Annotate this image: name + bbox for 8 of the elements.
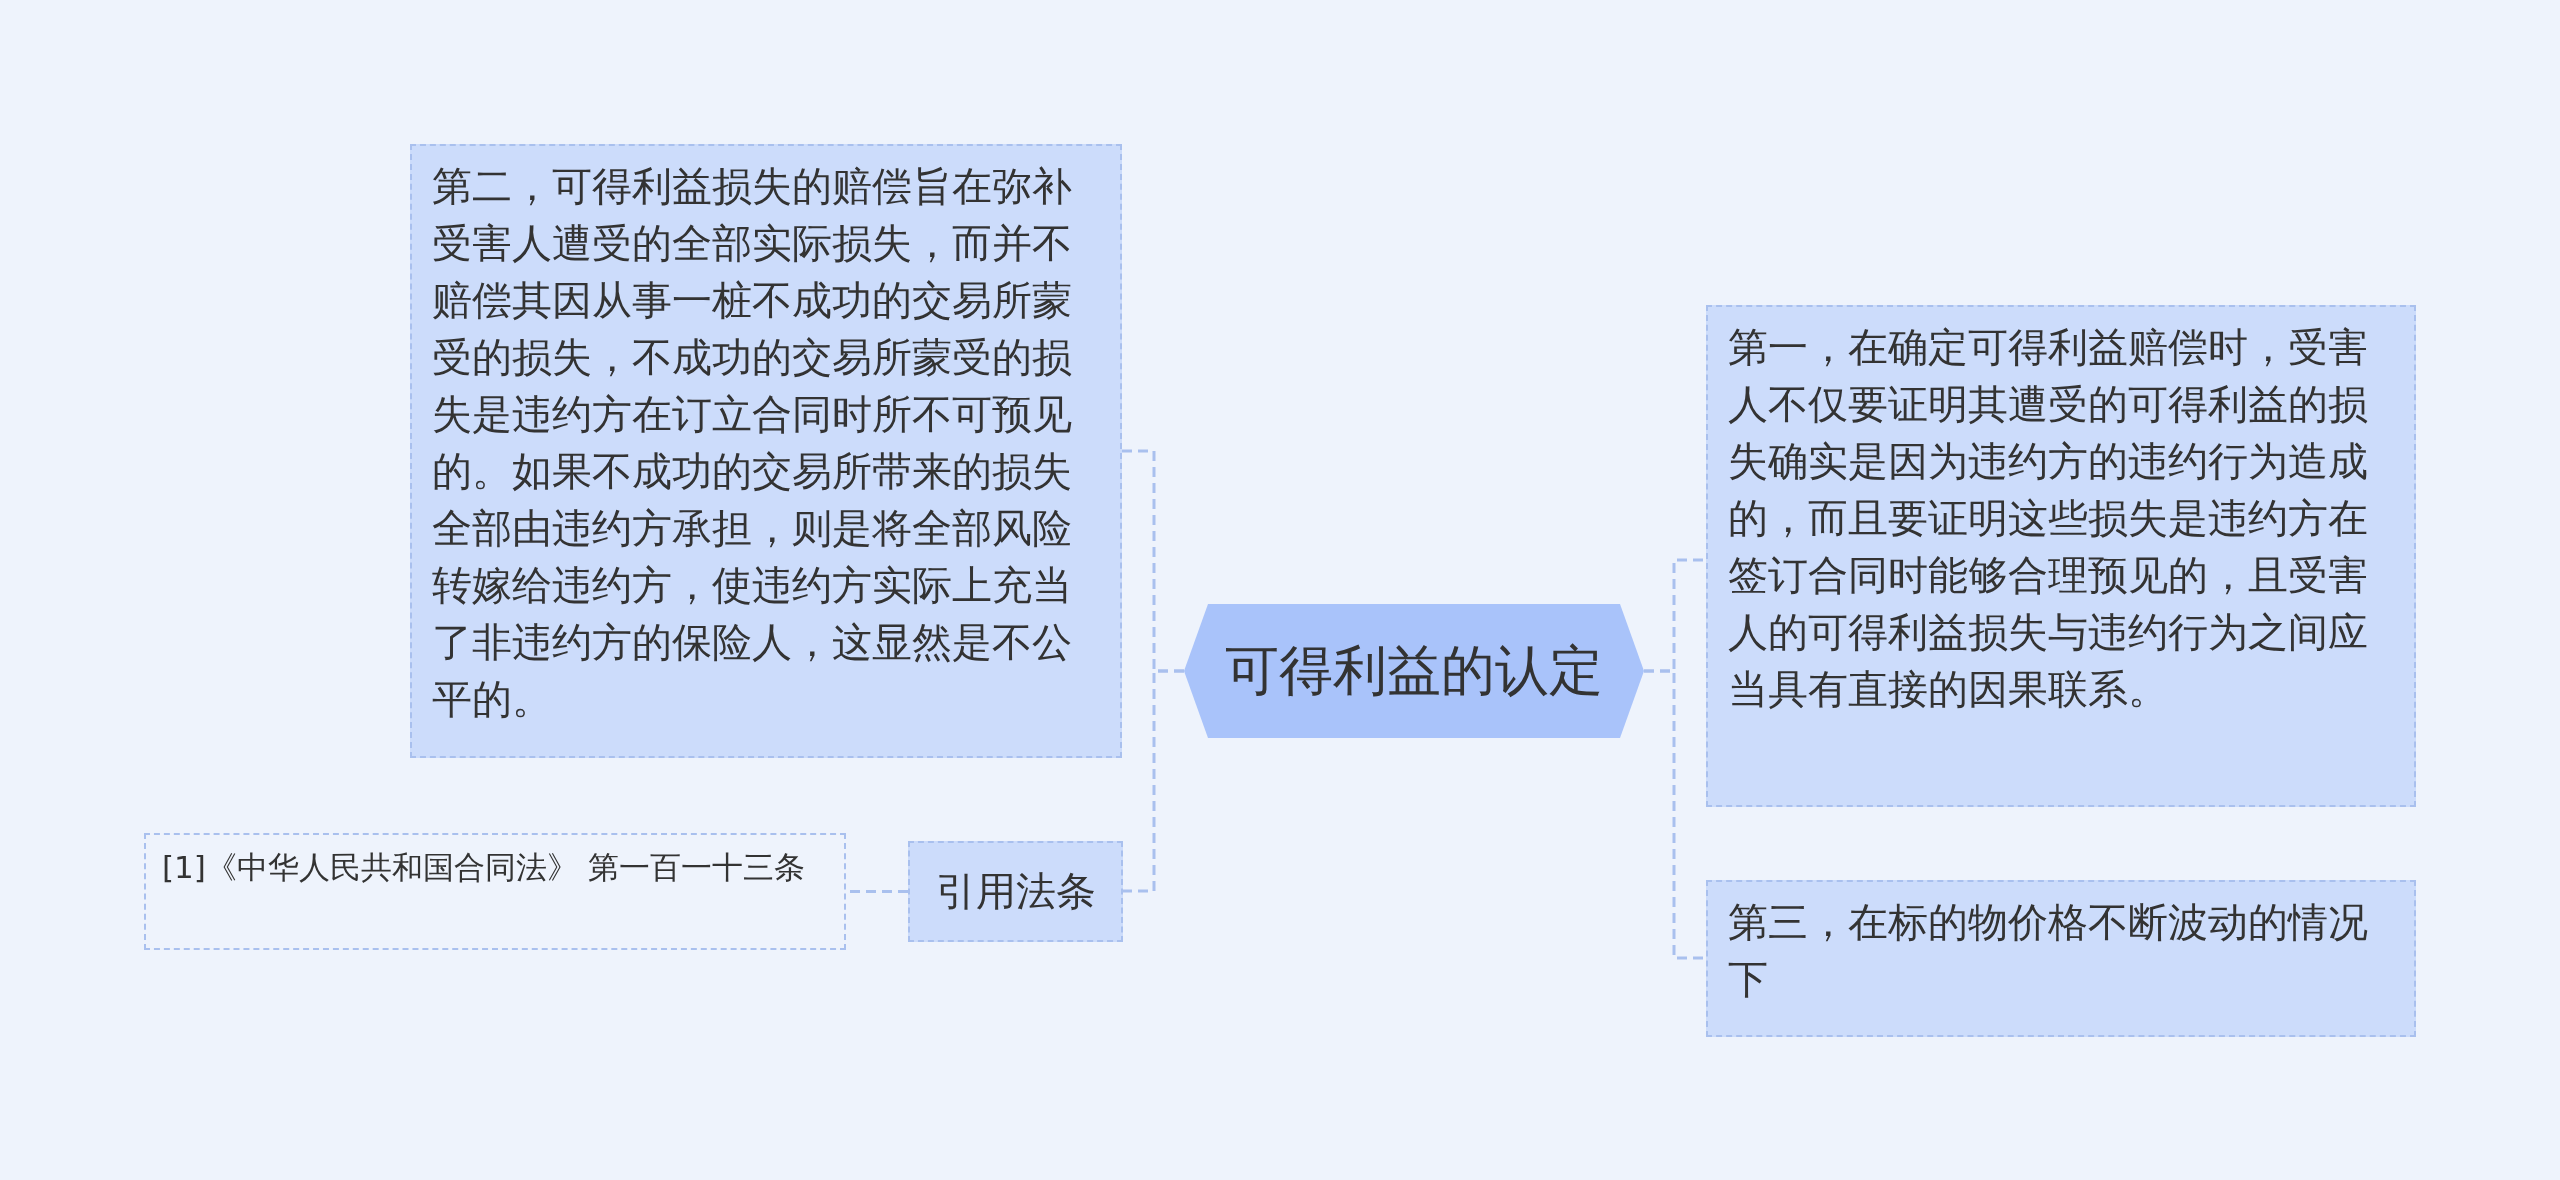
- connector-line: [1123, 669, 1184, 893]
- connector-line: [1644, 669, 1706, 960]
- topic-box: 引用法条: [908, 841, 1123, 942]
- topic-box: 第二，可得利益损失的赔偿旨在弥补受害人遭受的全部实际损失，而并不赔偿其因从事一桩不成功的交易所蒙受的损失，不成功的交易所蒙受的损失是违约方在订立合同时所不可预见的。如果不成功的交易所带来的损失全部由违约方承担，则是将全部风险转嫁给违约方，使违约方实际上充当了非违约方的保险人，这显然是不公平的。: [410, 144, 1122, 758]
- topic-box: 第三，在标的物价格不断波动的情况下: [1706, 880, 2416, 1037]
- topic-box: 第一，在确定可得利益赔偿时，受害人不仅要证明其遭受的可得利益的损失确实是因为违约方的违约行为造成的，而且要证明这些损失是违约方在签订合同时能够合理预见的，且受害人的可得利益损失与违约行为之间应当具有直接的因果联系。: [1706, 305, 2416, 807]
- central-topic-text: 可得利益的认定: [1224, 639, 1604, 703]
- citation-box: [1]《中华人民共和国合同法》 第一百一十三条: [144, 833, 846, 950]
